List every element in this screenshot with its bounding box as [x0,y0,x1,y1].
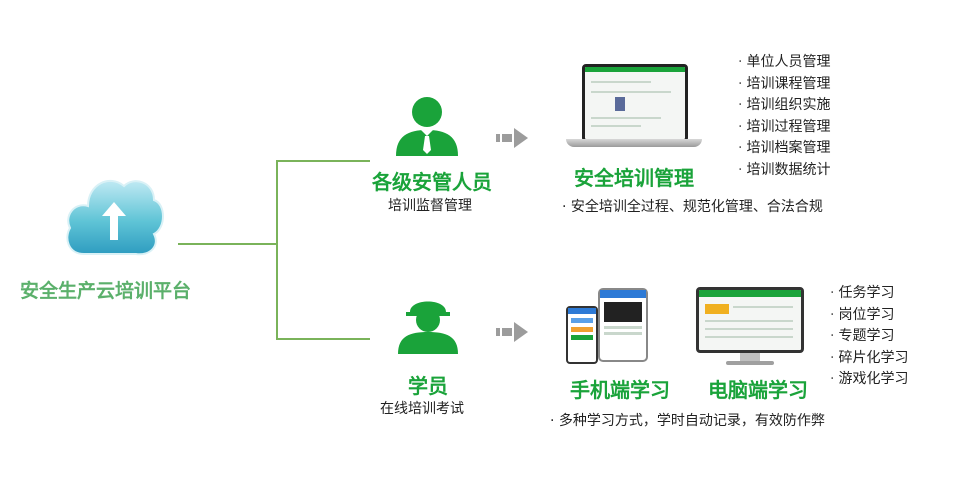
phone-mockup [566,288,648,364]
list-item: 岗位学习 [830,305,908,327]
managers-title: 各级安管人员 [372,170,492,194]
arrow-right-icon [496,322,528,342]
students-title: 学员 [408,374,448,398]
learning-summary: · 多种学习方式，学时自动记录，有效防作弊 [550,413,825,429]
arrow-right-icon [496,128,528,148]
connector-vertical [276,160,278,340]
list-item: 培训档案管理 [738,138,830,160]
management-title: 安全培训管理 [574,166,694,190]
management-feature-list: 单位人员管理 培训课程管理 培训组织实施 培训过程管理 培训档案管理 培训数据统… [738,52,830,181]
platform-title: 安全生产云培训平台 [20,280,192,302]
connector-bottom [276,338,370,340]
list-item: 游戏化学习 [830,369,908,391]
list-item: 培训课程管理 [738,74,830,96]
manager-person-icon [394,92,460,156]
managers-subtitle: 培训监督管理 [388,198,472,214]
management-summary: · 安全培训全过程、规范化管理、合法合规 [562,199,823,215]
students-subtitle: 在线培训考试 [380,401,464,417]
laptop-mockup [566,64,702,156]
list-item: 专题学习 [830,326,908,348]
cloud-upload-icon [62,168,166,258]
list-item: 单位人员管理 [738,52,830,74]
list-item: 碎片化学习 [830,348,908,370]
list-item: 培训过程管理 [738,117,830,139]
monitor-mockup [696,287,804,371]
student-worker-icon [396,292,460,354]
connector-main [178,243,276,245]
list-item: 培训数据统计 [738,160,830,182]
mobile-learning-title: 手机端学习 [570,378,670,402]
list-item: 任务学习 [830,283,908,305]
learning-mode-list: 任务学习 岗位学习 专题学习 碎片化学习 游戏化学习 [830,283,908,391]
pc-learning-title: 电脑端学习 [708,378,808,402]
list-item: 培训组织实施 [738,95,830,117]
connector-top [276,160,370,162]
